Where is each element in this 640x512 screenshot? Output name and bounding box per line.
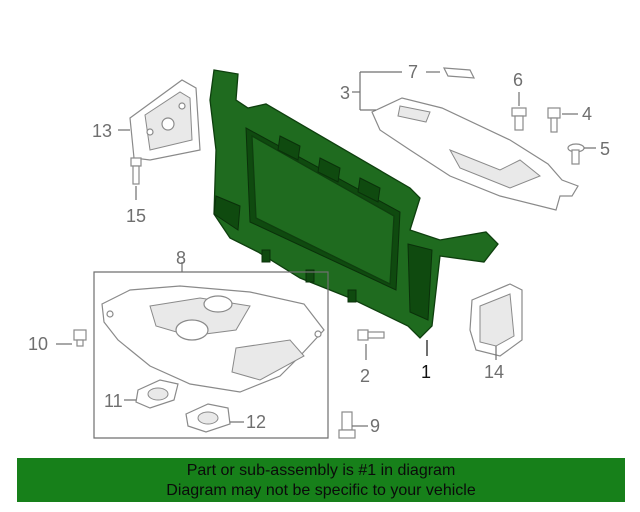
callout-14: 14	[484, 362, 504, 382]
part-8-undercover	[101, 285, 325, 393]
callout-9: 9	[370, 416, 380, 436]
part-13-bracket	[129, 79, 201, 161]
part-10-clip	[73, 329, 87, 347]
part-6-clip	[511, 107, 527, 131]
banner-line-1: Part or sub-assembly is #1 in diagram	[186, 462, 456, 479]
part-3-upper-cover	[371, 97, 579, 211]
callout-5: 5	[600, 139, 610, 159]
callout-2: 2	[360, 366, 370, 386]
part-9-bolt	[338, 411, 356, 439]
part-7-tag	[442, 67, 476, 79]
part-8-group-box	[93, 271, 329, 439]
callout-6: 6	[513, 70, 523, 90]
callout-4: 4	[582, 104, 592, 124]
part-5-clip	[567, 143, 585, 165]
part-14-side-guard	[469, 283, 523, 357]
parts-diagram: 13 15 1 3 7 6	[28, 62, 610, 439]
notice-banner: Part or sub-assembly is #1 in diagram Di…	[17, 458, 625, 502]
part-15-bolt	[130, 157, 142, 185]
callout-12: 12	[246, 412, 266, 432]
callout-11: 11	[104, 391, 123, 411]
callout-8: 8	[176, 248, 186, 268]
part-12-cover	[185, 403, 231, 433]
part-2-bolt	[357, 329, 385, 341]
banner-line-2: Diagram may not be specific to your vehi…	[166, 482, 476, 499]
part-1-radiator-support	[209, 69, 499, 339]
callout-3: 3	[340, 83, 350, 103]
callout-13: 13	[92, 121, 112, 141]
callout-7: 7	[408, 62, 418, 82]
callout-15: 15	[126, 206, 146, 226]
part-4-bolt	[547, 107, 561, 133]
callout-1: 1	[421, 362, 431, 382]
part-11-cover	[135, 379, 179, 409]
callout-10: 10	[28, 334, 48, 354]
